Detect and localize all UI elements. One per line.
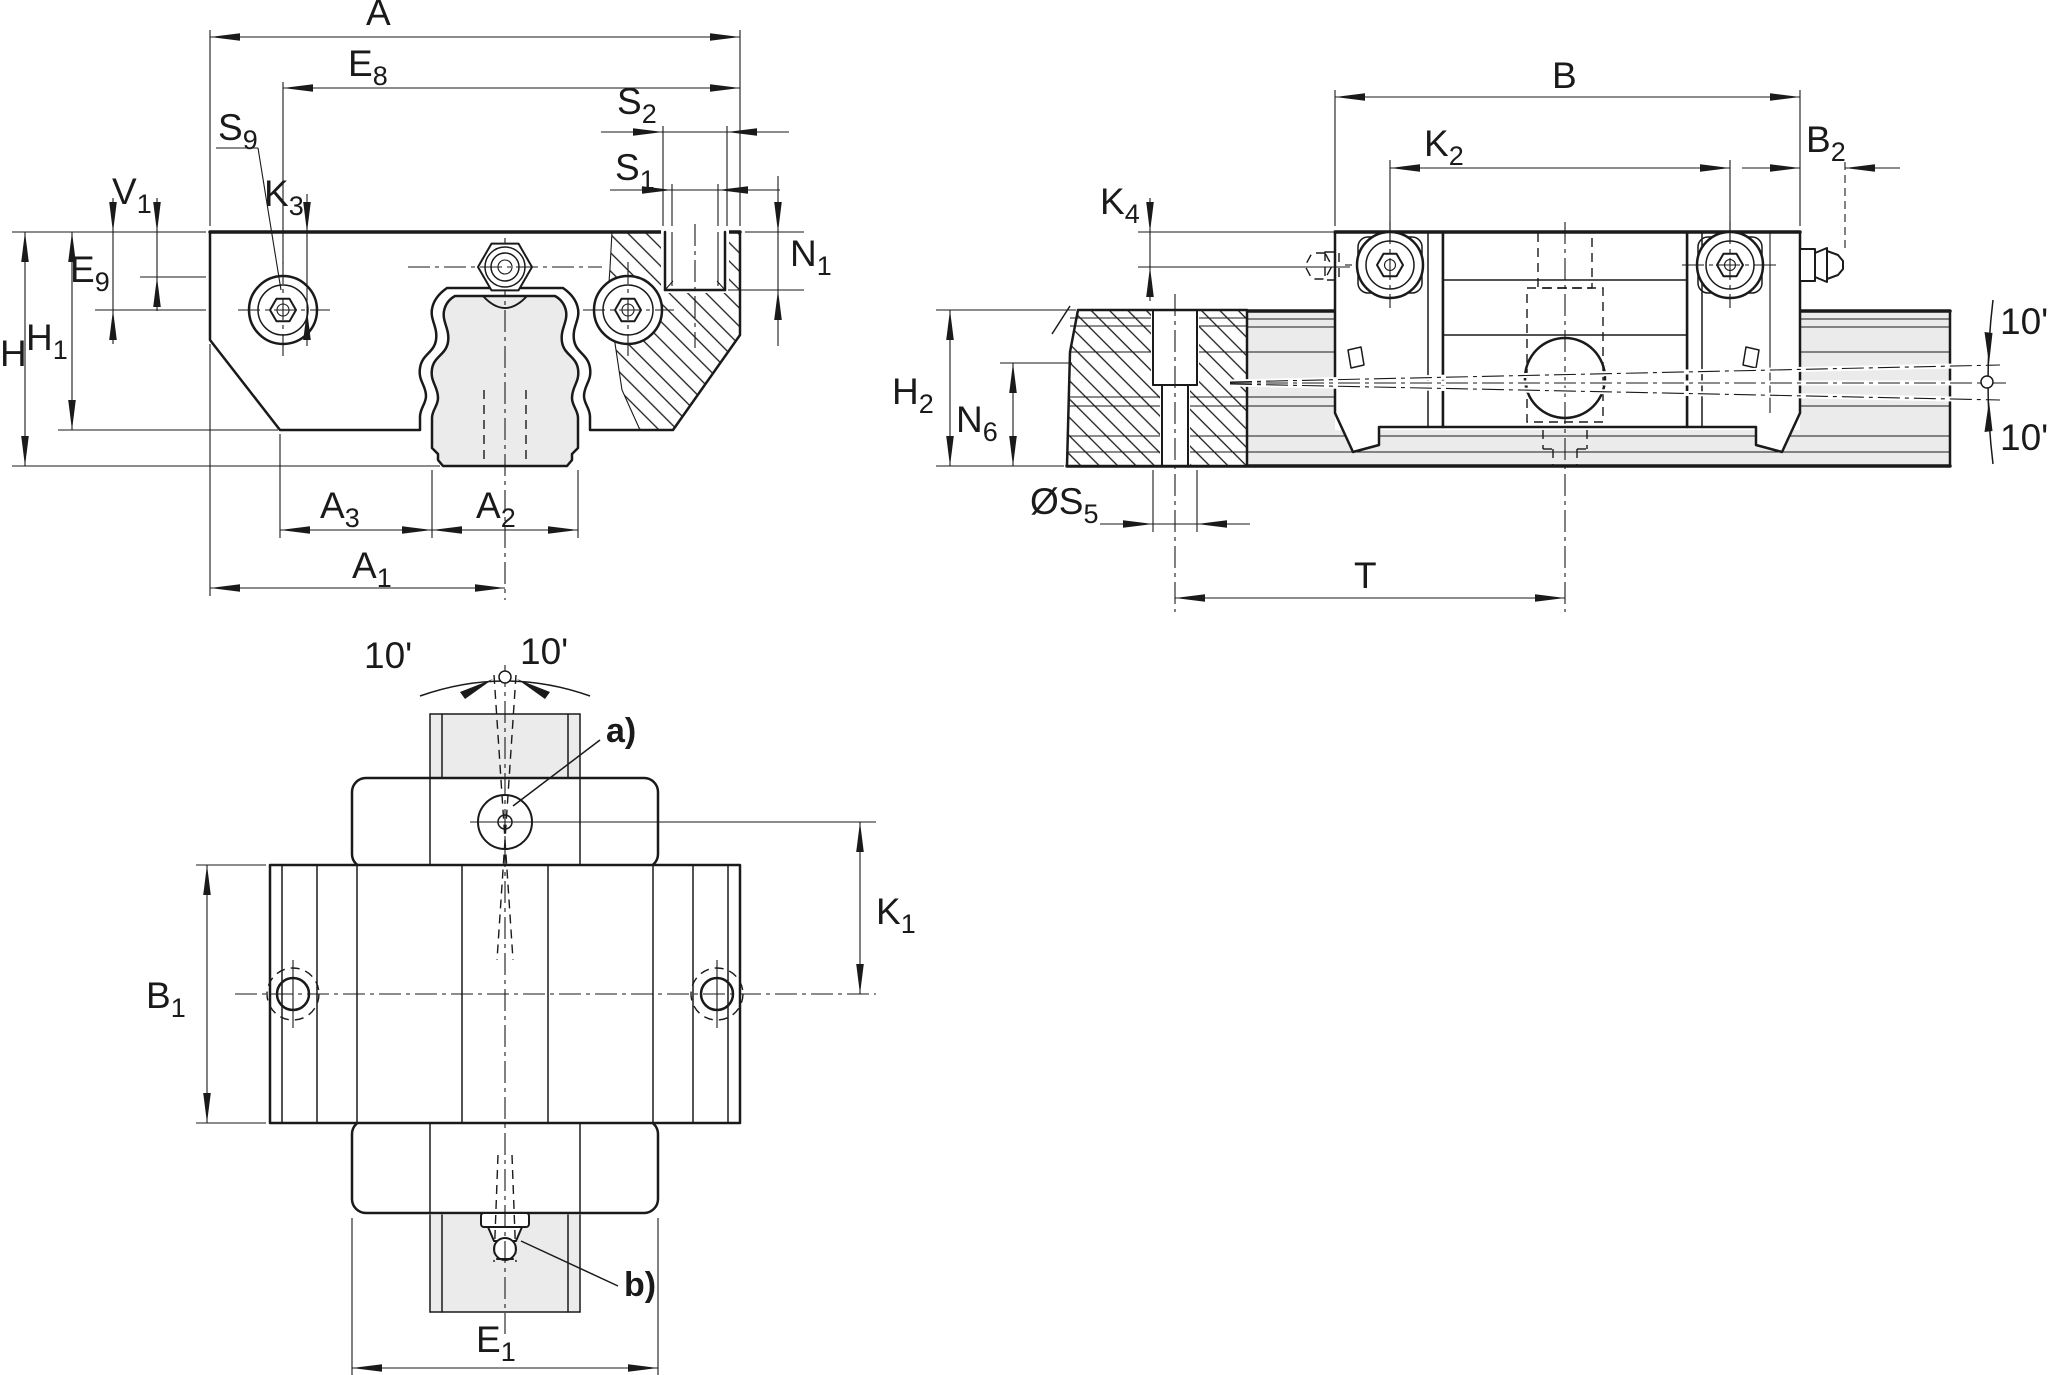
dim-label-H2: H2 (892, 371, 934, 419)
dim-label-S1: S1 (615, 147, 655, 195)
dim-label-A1: A1 (352, 545, 392, 593)
dim-label-H: H (0, 333, 27, 374)
tolerance-fan-lines (1229, 362, 2006, 403)
angle-label-top-left: 10' (364, 635, 412, 676)
dim-label-S2: S2 (617, 81, 657, 129)
dim-label-A3: A3 (320, 485, 360, 533)
callout-label-a: a) (606, 712, 636, 750)
dim-label-K3: K3 (264, 173, 304, 221)
top-dimensions (203, 822, 864, 1372)
carriage-side (1304, 222, 1844, 612)
thread-hole-front (661, 224, 729, 348)
dim-label-T: T (1354, 555, 1377, 596)
hex-lube-fitting-front (408, 242, 602, 292)
dim-label-E9: E9 (70, 249, 110, 297)
hidden-plug-left-end (1304, 251, 1340, 281)
dim-label-S9: S9 (218, 107, 258, 155)
dim-label-H1: H1 (26, 317, 68, 365)
dim-label-K4: K4 (1100, 181, 1140, 229)
angle-tolerance-side: 10' 10' (1980, 299, 2048, 465)
dim-label-A: A (366, 0, 391, 33)
side-dimensions (946, 93, 1900, 602)
grease-nipple-side (1799, 247, 1844, 283)
top-view: 10' 10' a) b) B1 K1 E1 (146, 631, 916, 1375)
angle-tolerance-top: 10' 10' (364, 631, 591, 699)
callout-label-b: b) (624, 1266, 656, 1304)
dim-label-V1: V1 (112, 171, 152, 219)
rail-top-groove (482, 295, 528, 309)
side-view: 10' 10' B K2 B2 K4 H2 N6 ØS5 (892, 55, 2048, 612)
dim-label-E8: E8 (348, 43, 388, 91)
rail-end-section-block (1051, 294, 1249, 612)
dim-label-N1: N1 (790, 233, 832, 281)
hidden-center-hole (1523, 222, 1607, 612)
dim-label-B1: B1 (146, 975, 186, 1023)
dim-label-K1: K1 (876, 891, 916, 939)
top-view-centerlines (235, 665, 876, 1334)
right-lube-fitting-front (583, 262, 674, 358)
angle-label-top-right: 10' (520, 631, 568, 672)
side-extension-lines (936, 90, 1846, 532)
angle-label-side-upper: 10' (2000, 301, 2048, 342)
angle-label-side-lower: 10' (2000, 417, 2048, 458)
rail-top-view (429, 713, 581, 1313)
dim-label-B: B (1552, 55, 1577, 96)
dim-label-E1: E1 (476, 1319, 516, 1367)
dim-label-A2: A2 (476, 485, 516, 533)
dim-label-N6: N6 (956, 399, 998, 447)
dim-label-S5: ØS5 (1030, 481, 1099, 529)
dim-label-B2: B2 (1806, 119, 1846, 167)
dim-label-K2: K2 (1424, 123, 1464, 171)
front-section-view: A E8 S9 S2 S1 V1 K3 E9 H1 H N1 A3 A2 A1 (0, 0, 832, 600)
front-dimensions (21, 33, 789, 592)
rail-profile-front (430, 294, 580, 468)
callout-leaders (512, 739, 619, 1287)
